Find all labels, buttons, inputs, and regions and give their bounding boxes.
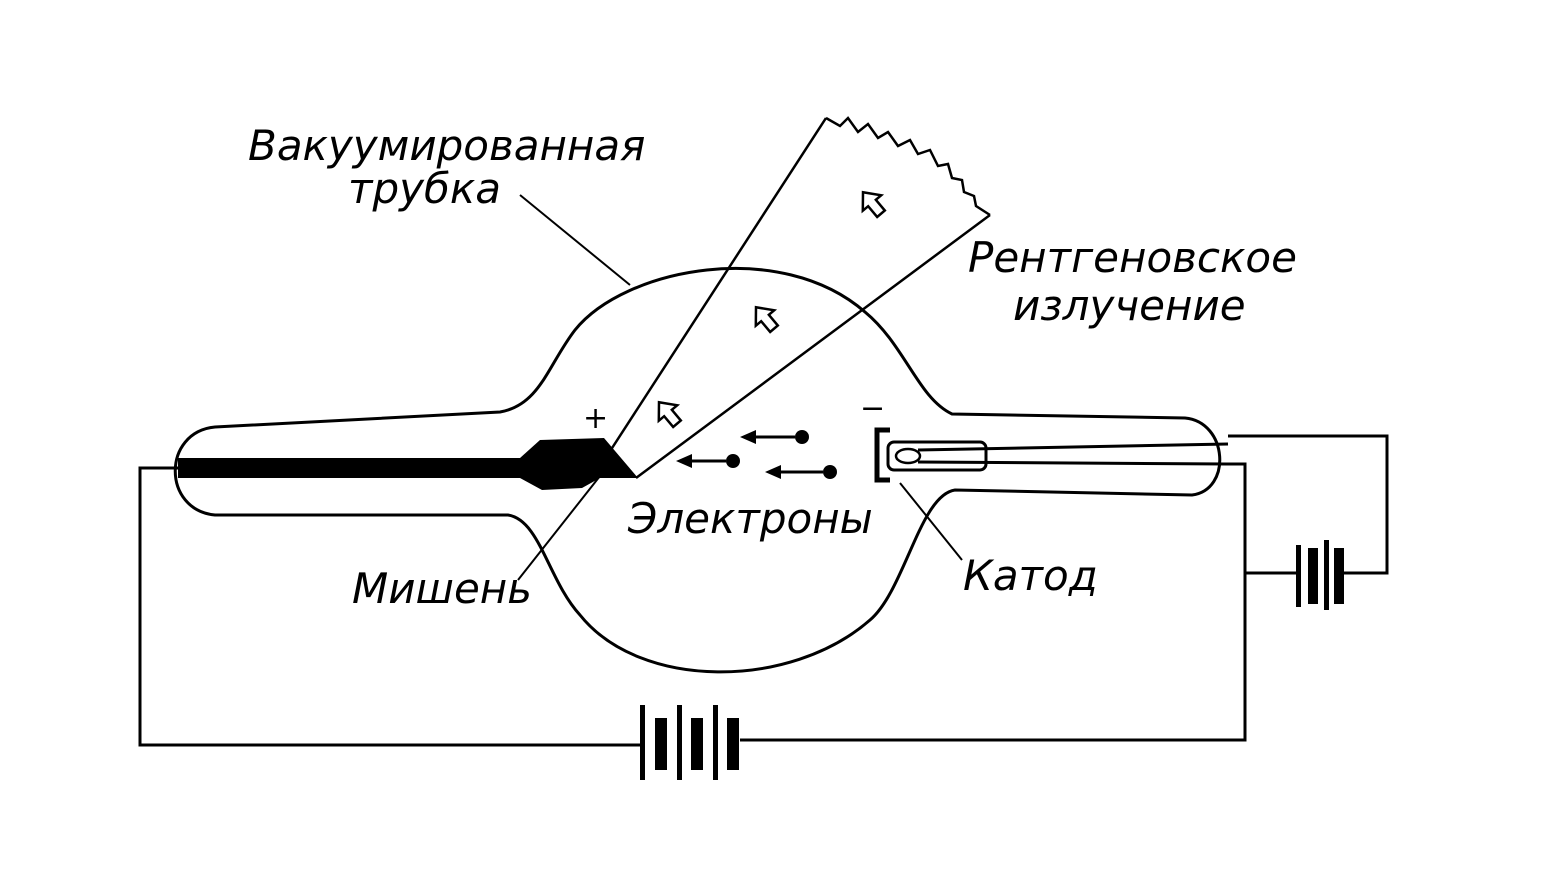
label-cathode: Катод [963,551,1098,600]
outline-arrow-icon [861,190,887,219]
anode-sign: + [583,401,608,436]
cathode-sign: − [860,391,885,426]
circuit-wire-heater-right [1228,434,1389,575]
electron-dot-arrow-icon [740,430,809,444]
xray-beam-zigzag-edge [825,116,991,217]
cathode-bracket [874,427,890,483]
heater-battery-icon [1296,540,1344,610]
leader-line-tube [519,194,631,286]
cathode-wire-bottom [917,460,1227,466]
label-xray-line1: Рентгеновское [968,233,1297,282]
outline-arrow-icon [754,305,780,334]
leader-line-target [517,475,601,581]
target-anode [178,438,638,490]
vacuum-tube-envelope [173,266,1222,674]
label-electrons: Электроны [627,494,873,543]
xray-beam-right-edge [635,213,991,480]
label-xray-line2: излучение [1013,281,1246,330]
label-tube-line2: трубка [348,164,501,213]
battery-icon [640,705,739,780]
label-tube-line1: Вакуумированная [248,121,645,170]
label-target: Мишень [352,564,532,613]
electron-dot-arrow-icon [676,454,740,468]
circuit-wire-main-left [138,466,642,747]
cathode-filament-holder [886,440,988,472]
leader-line-cathode [899,482,963,561]
xray-beam-left-edge [601,117,828,463]
cathode-filament [894,447,922,465]
outline-arrow-icon [657,400,683,429]
electron-dot-arrow-icon [765,465,837,479]
cathode-wire-top [917,442,1229,452]
circuit-wire-main-right [740,462,1247,742]
